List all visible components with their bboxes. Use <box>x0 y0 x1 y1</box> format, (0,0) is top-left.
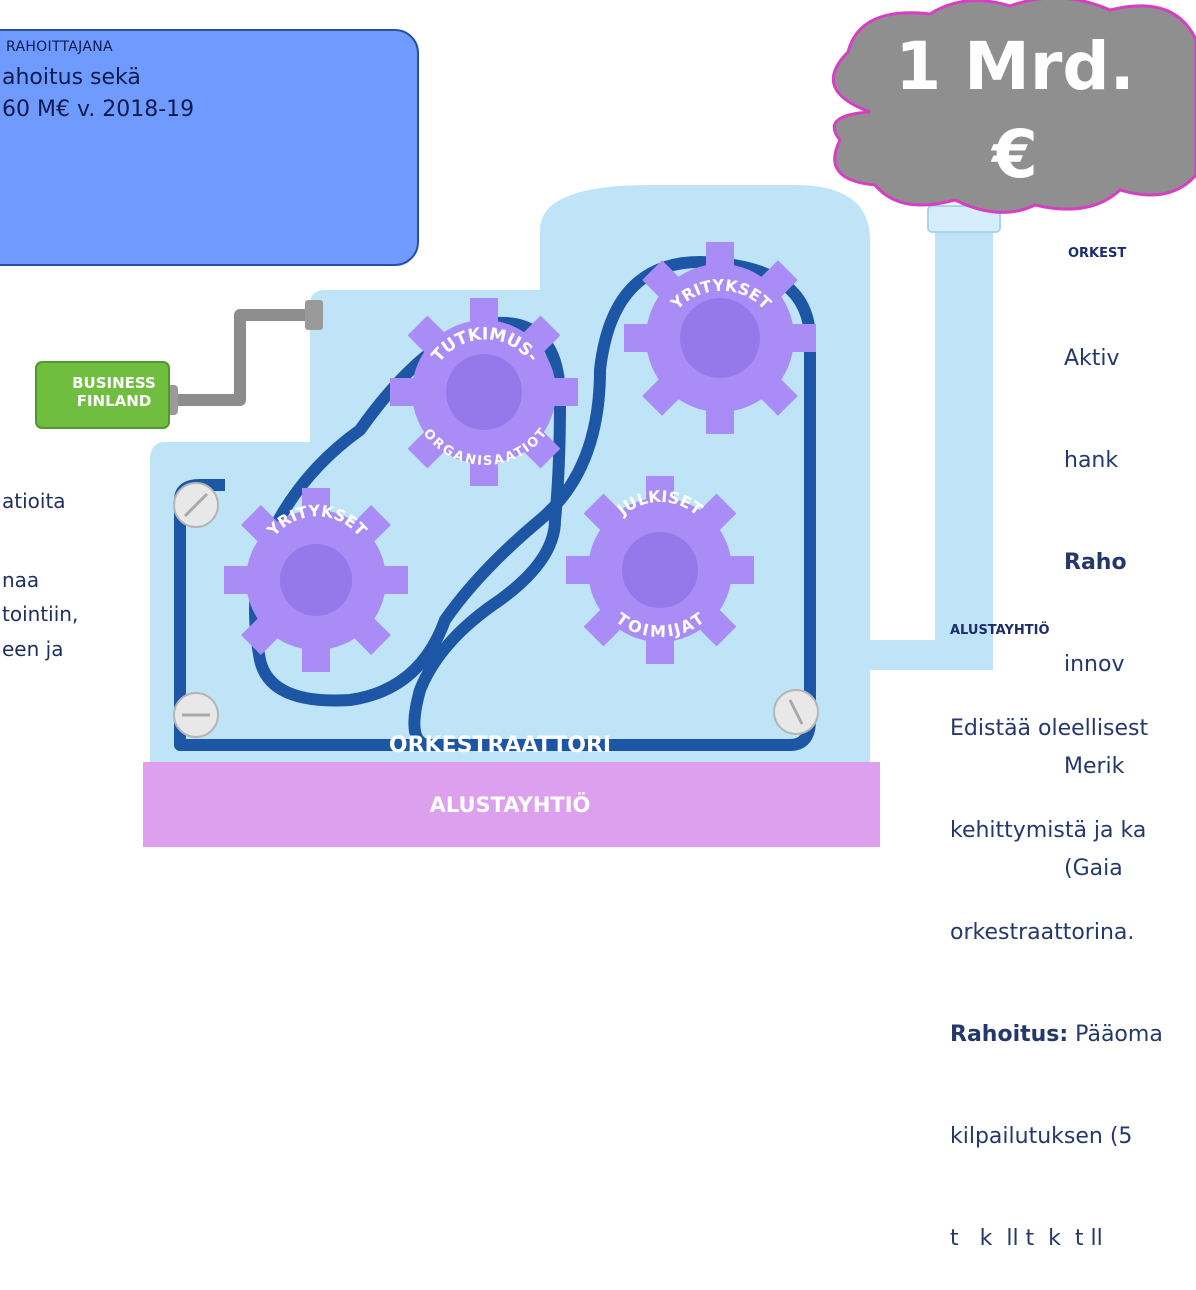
alusta-line-4: Rahoitus: Pääoma <box>950 1018 1163 1052</box>
alusta-funding-label: Rahoitus: <box>950 1022 1069 1047</box>
funder-tag: RAHOITTAJANA <box>6 39 113 55</box>
alusta-line-5: kilpailutuksen (5 <box>950 1124 1140 1149</box>
left-text-line-1: atioita <box>2 489 66 513</box>
cloud-amount: 1 Mrd. <box>895 28 1135 105</box>
alusta-funding-rest: Pääoma <box>1068 1022 1163 1047</box>
chimney-cap <box>927 205 1001 233</box>
cloud-currency: € <box>992 116 1038 193</box>
alusta-line-6: t k ll t k t ll <box>950 1226 1103 1251</box>
gear-left <box>224 488 408 672</box>
orkest-line-5: Merik <box>1064 754 1125 779</box>
alusta-line-2: kehittymistä ja ka <box>950 818 1147 843</box>
gear-right-top <box>624 242 816 434</box>
orkestraattori-panel-label: ORKEST <box>1068 246 1127 261</box>
alusta-panel-label: ALUSTAYHTIÖ <box>950 623 1050 638</box>
orkest-line-3: Raho <box>1064 550 1127 575</box>
money-cloud <box>831 0 1196 214</box>
machine-illustration: YRITYKSET TUTKIMUS- ORGANISAATIOT YRITYK… <box>35 0 1196 847</box>
alusta-line-3: orkestraattorina. <box>950 920 1135 945</box>
alusta-line-1: Edistää oleellisest <box>950 716 1149 741</box>
funder-line-1: ahoitus sekä <box>2 65 141 90</box>
gear-right-bottom <box>566 476 754 664</box>
machine-banner: ORKESTRAATTORI <box>389 733 611 758</box>
orkest-line-2: hank <box>1064 448 1119 473</box>
left-text-line-2: naa <box>2 568 40 592</box>
left-text-line-4: een ja <box>2 637 64 661</box>
crank-box <box>35 361 170 429</box>
funder-box <box>0 29 419 266</box>
orkest-line-4: innov <box>1064 652 1125 677</box>
alusta-panel-text: Edistää oleellisest kehittymistä ja ka o… <box>950 644 1163 1290</box>
chimney-pipe <box>935 220 993 660</box>
business-finland-label: BUSINESS FINLAND <box>72 374 156 410</box>
left-text-line-3: tointiin, <box>2 602 79 626</box>
funder-text: ahoitus sekä 60 M€ v. 2018-19 <box>2 62 302 126</box>
base-banner: ALUSTAYHTIÖ <box>430 792 591 817</box>
orkest-line-1: Aktiv <box>1064 346 1120 371</box>
base-strip <box>143 762 880 847</box>
crank <box>175 309 310 406</box>
funder-line-2: 60 M€ v. 2018-19 <box>2 97 195 122</box>
